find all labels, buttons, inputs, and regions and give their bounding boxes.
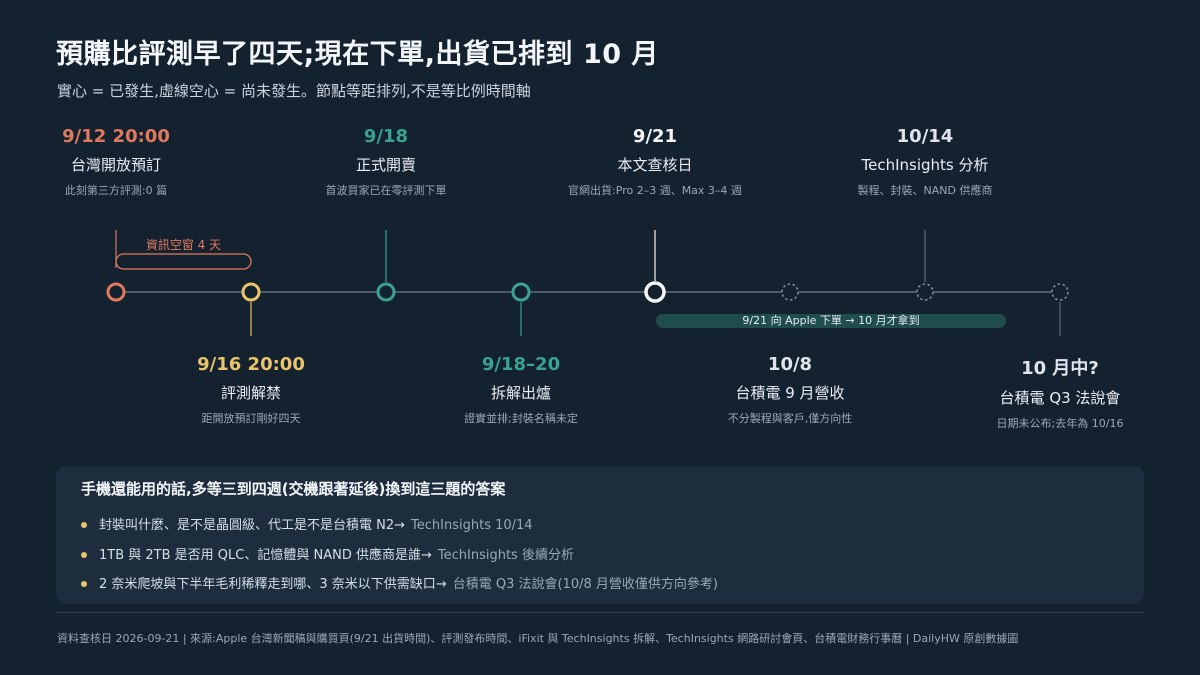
event-note: 此刻第三方評測:0 篇 xyxy=(64,184,168,197)
footer-source: 資料查核日 2026-09-21 | 來源:Apple 台灣新聞稿與購買頁(9/… xyxy=(57,632,1019,645)
event-name: 台積電 Q3 法說會 xyxy=(999,389,1121,407)
node-10-14 xyxy=(916,283,934,301)
item-source: TechInsights 後續分析 xyxy=(437,548,574,563)
item-text: 1TB 與 2TB 是否用 QLC、記憶體與 NAND 供應商是誰 xyxy=(99,548,421,563)
event-date: 9/12 20:00 xyxy=(62,126,170,147)
event-9-21: 9/21 本文查核日 官網出貨:Pro 2–3 週、Max 3–4 週 xyxy=(535,126,775,198)
event-10-14: 10/14 TechInsights 分析 製程、封裝、NAND 供應商 xyxy=(805,126,1045,198)
event-date: 10/8 xyxy=(767,354,813,375)
item-source: 台積電 Q3 法說會(10/8 月營收僅供方向參考) xyxy=(452,577,718,592)
arrow-icon: → xyxy=(394,518,406,533)
item-source: TechInsights 10/14 xyxy=(411,518,533,533)
event-date: 10 月中? xyxy=(1021,358,1099,379)
event-date: 9/18 xyxy=(363,126,409,147)
page-subtitle: 實心 = 已發生,虛線空心 = 尚未發生。節點等距排列,不是等比例時間軸 xyxy=(57,82,531,100)
event-note: 日期未公布;去年為 10/16 xyxy=(996,417,1124,430)
event-note: 製程、封裝、NAND 供應商 xyxy=(857,184,993,197)
event-name: 正式開賣 xyxy=(355,156,416,174)
event-9-16: 9/16 20:00 評測解禁 距開放預訂剛好四天 xyxy=(131,354,371,426)
node-9-21 xyxy=(644,281,666,303)
event-name: 拆解出爐 xyxy=(490,384,551,402)
list-item: 1TB 與 2TB 是否用 QLC、記憶體與 NAND 供應商是誰→ TechIn… xyxy=(81,544,574,563)
event-name: 本文查核日 xyxy=(617,156,693,174)
event-10-mid: 10 月中? 台積電 Q3 法說會 日期未公布;去年為 10/16 xyxy=(940,354,1180,431)
gap-label: 資訊空窗 4 天 xyxy=(145,238,222,252)
event-note: 證實並排;封裝名稱未定 xyxy=(464,412,578,425)
arrow-icon: → xyxy=(435,577,447,592)
event-9-12: 9/12 20:00 台灣開放預訂 此刻第三方評測:0 篇 xyxy=(0,126,236,198)
event-note: 不分製程與客戶,僅方向性 xyxy=(727,412,853,425)
bullet-icon xyxy=(81,521,87,528)
order-lead-time-bar: 9/21 向 Apple 下單 → 10 月才拿到 xyxy=(656,314,1006,328)
bullet-icon xyxy=(81,551,87,558)
event-name: TechInsights 分析 xyxy=(861,156,989,174)
wait-benefits-panel: 手機還能用的話,多等三到四週(交機跟著延後)換到這三題的答案 封裝叫什麼、是不是… xyxy=(56,466,1144,604)
event-10-8: 10/8 台積電 9 月營收 不分製程與客戶,僅方向性 xyxy=(670,354,910,426)
gap-bracket xyxy=(115,253,252,270)
panel-title: 手機還能用的話,多等三到四週(交機跟著延後)換到這三題的答案 xyxy=(81,480,506,498)
event-name: 台灣開放預訂 xyxy=(70,156,161,174)
node-9-12 xyxy=(106,282,126,302)
event-date: 9/16 20:00 xyxy=(197,354,305,375)
event-note: 距開放預訂剛好四天 xyxy=(201,412,301,425)
node-10-mid xyxy=(1051,283,1069,301)
bullet-icon xyxy=(81,580,87,587)
footer-divider xyxy=(56,612,1144,613)
node-9-18-20 xyxy=(511,282,531,302)
item-text: 2 奈米爬坡與下半年毛利稀釋走到哪、3 奈米以下供需缺口 xyxy=(99,577,436,592)
event-name: 台積電 9 月營收 xyxy=(735,384,845,402)
event-note: 首波買家已在零評測下單 xyxy=(325,184,447,197)
event-9-18: 9/18 正式開賣 首波買家已在零評測下單 xyxy=(266,126,506,198)
page-title: 預購比評測早了四天;現在下單,出貨已排到 10 月 xyxy=(56,39,659,70)
event-date: 10/14 xyxy=(896,126,954,147)
item-text: 封裝叫什麼、是不是晶圓級、代工是不是台積電 N2 xyxy=(99,518,395,533)
list-item: 2 奈米爬坡與下半年毛利稀釋走到哪、3 奈米以下供需缺口→ 台積電 Q3 法說會(… xyxy=(81,573,718,592)
event-note: 官網出貨:Pro 2–3 週、Max 3–4 週 xyxy=(568,184,742,197)
list-item: 封裝叫什麼、是不是晶圓級、代工是不是台積電 N2→ TechInsights 10… xyxy=(81,514,533,533)
node-9-16 xyxy=(241,282,261,302)
arrow-icon: → xyxy=(420,548,432,563)
event-date: 9/18–20 xyxy=(481,354,561,375)
event-9-18-20: 9/18–20 拆解出爐 證實並排;封裝名稱未定 xyxy=(401,354,641,426)
node-9-18 xyxy=(376,282,396,302)
node-10-8 xyxy=(781,283,799,301)
event-name: 評測解禁 xyxy=(220,384,281,402)
event-date: 9/21 xyxy=(632,126,678,147)
